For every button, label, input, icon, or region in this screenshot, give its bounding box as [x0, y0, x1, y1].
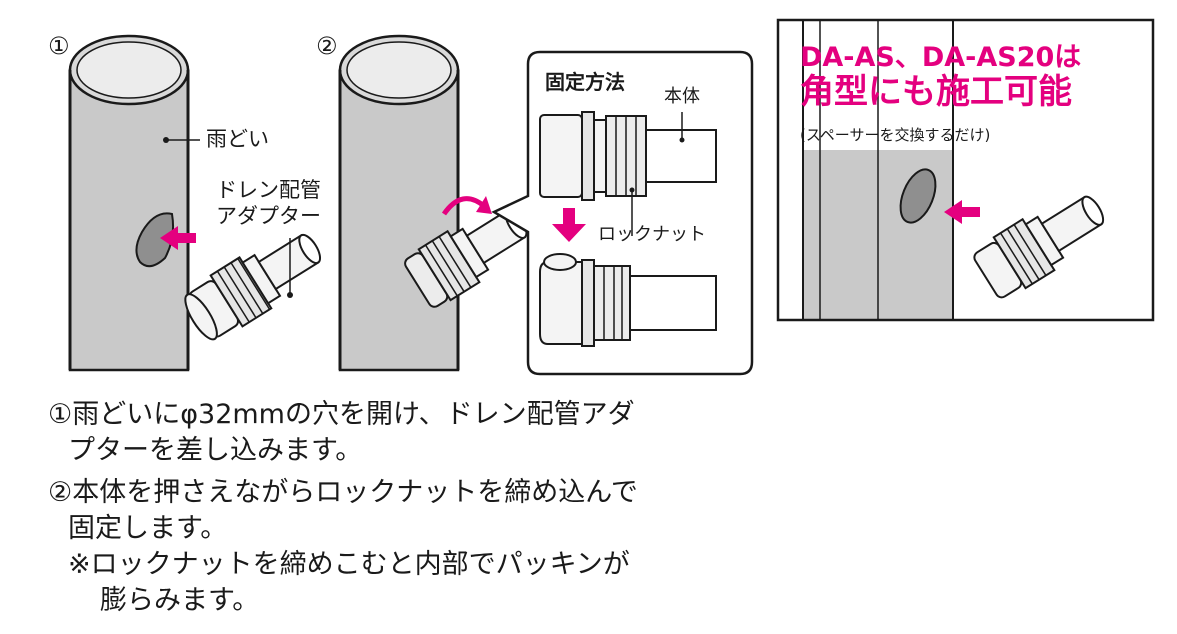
- step1-leaders: [163, 137, 293, 298]
- panel-heading-line1: DA-AS、DA-AS20は: [800, 42, 1082, 73]
- body-label: 本体: [664, 86, 700, 107]
- panel-heading-line2: 角型にも施工可能: [800, 72, 1072, 113]
- step1-gutter-pipe: [68, 34, 190, 372]
- fix-down-arrow: [552, 208, 586, 242]
- step1-adapter: [184, 233, 322, 341]
- fix-top-assembly: [539, 111, 717, 236]
- instruction-line-4: 固定します。: [68, 513, 228, 544]
- lock-nut-label: ロックナット: [598, 224, 706, 245]
- instruction-note-line-1: ※ロックナットを締めこむと内部でパッキンが: [68, 549, 630, 580]
- step2-number: ②: [316, 32, 338, 60]
- fix-method-title: 固定方法: [545, 70, 625, 94]
- panel-note: (スペーサーを交換するだけ): [800, 126, 991, 144]
- square-gutter-panel: [776, 18, 1155, 322]
- fix-bottom-assembly: [539, 253, 717, 347]
- panel-heading: DA-AS、DA-AS20は 角型にも施工可能: [800, 42, 1081, 112]
- instruction-line-3: ②本体を押さえながらロックナットを締め込んで: [48, 477, 638, 508]
- instruction-line-2: プターを差し込みます。: [68, 435, 363, 466]
- step2-gutter-pipe: [338, 34, 460, 372]
- step1-number: ①: [48, 32, 70, 60]
- adapter-label-line1: ドレン配管: [216, 178, 321, 202]
- instruction-note-line-2: 膨らみます。: [100, 585, 260, 616]
- instruction-line-1: ①雨どいにφ32mmの穴を開け、ドレン配管アダ: [48, 399, 635, 430]
- adapter-label-line2: アダプター: [216, 204, 321, 228]
- step2-rotate-arrow: [441, 196, 492, 216]
- step1-hole: [135, 212, 175, 268]
- step1-insert-arrow: [160, 226, 196, 250]
- gutter-label: 雨どい: [206, 127, 269, 151]
